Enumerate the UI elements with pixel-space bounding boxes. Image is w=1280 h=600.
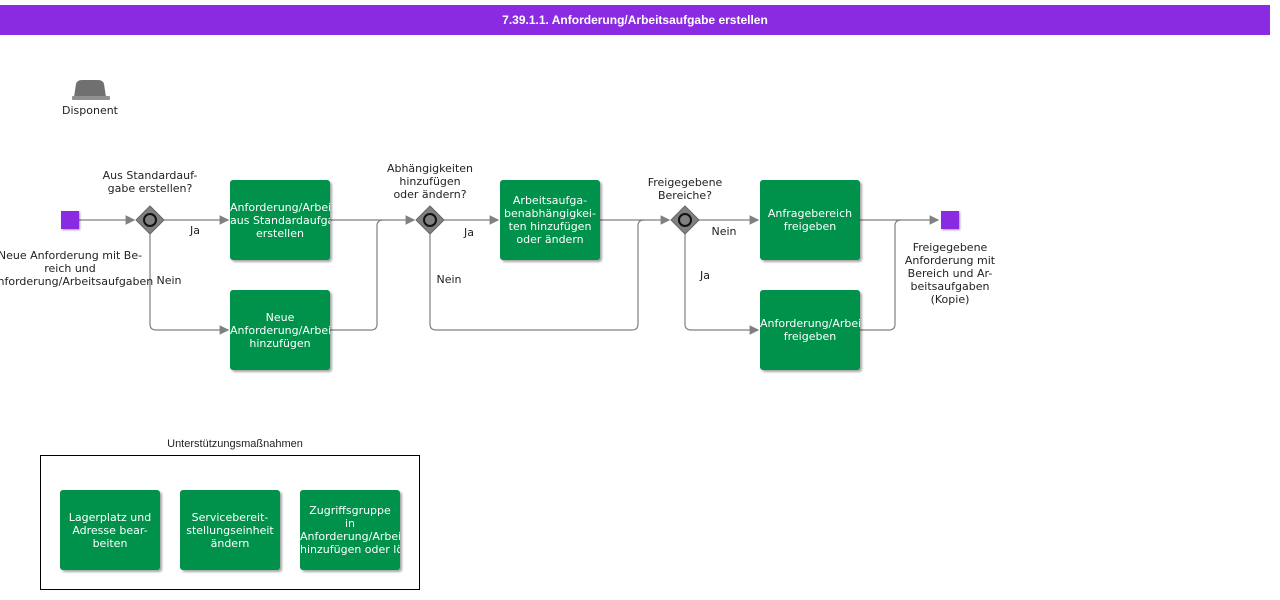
task-edit-dependencies[interactable]: Arbeitsaufga- benabhängigkei- ten hinzuf… (500, 180, 600, 260)
gateway3-no-label: Nein (711, 225, 737, 238)
task-add-new-label: Neue Anforderung/Arbeitsaufgabe hinzufüg… (230, 310, 330, 350)
gateway2-no-label: Nein (436, 273, 462, 286)
flow-gateway2-no (429, 219, 645, 331)
support-group (40, 455, 420, 590)
flow-gateway1-no (149, 234, 230, 335)
task-create-from-standard[interactable]: Anforderung/Arbeitsaufgabe aus Standarda… (230, 180, 330, 260)
gateway-2 (415, 205, 445, 235)
flow-gateway3-yes (684, 234, 760, 335)
support-task-storage-location[interactable]: Lagerplatz und Adresse bear- beiten (60, 490, 160, 570)
end-event (941, 211, 959, 229)
gateway-3 (670, 205, 700, 235)
gateway1-yes-label: Ja (190, 224, 200, 237)
gateway3-yes-label: Ja (700, 269, 710, 282)
gateway3-question: Freigegebene Bereiche? (647, 176, 723, 202)
task-add-new[interactable]: Neue Anforderung/Arbeitsaufgabe hinzufüg… (230, 290, 330, 370)
gateway1-no-label: Nein (156, 274, 182, 287)
task-release-task-label: Anforderung/Arbeitsaufgabe freigeben (760, 317, 860, 343)
task-release-task[interactable]: Anforderung/Arbeitsaufgabe freigeben (760, 290, 860, 370)
support-task-service-unit-label: Servicebereit- stellungseinheit ändern (186, 510, 274, 550)
role-hat-icon (72, 80, 110, 100)
role-label: Disponent (62, 104, 118, 117)
task-create-from-standard-label: Anforderung/Arbeitsaufgabe aus Standarda… (230, 200, 330, 240)
task-release-area[interactable]: Anfragebereich freigeben (760, 180, 860, 260)
support-group-title: Unterstützungsmaßnahmen (167, 438, 303, 450)
support-task-access-group[interactable]: Zugriffsgruppe in Anforderung/Arbeitsauf… (300, 490, 400, 570)
support-task-storage-location-label: Lagerplatz und Adresse bear- beiten (68, 510, 152, 550)
gateway-1 (135, 205, 165, 235)
start-event (61, 211, 79, 229)
page-title: 7.39.1.1. Anforderung/Arbeitsaufgabe ers… (0, 5, 1270, 35)
task-release-area-label: Anfragebereich freigeben (767, 207, 853, 233)
gateway2-question: Abhängigkeiten hinzufügen oder ändern? (386, 162, 474, 201)
flow-task2-to-merge (330, 219, 384, 331)
gateway2-yes-label: Ja (464, 226, 474, 239)
support-task-access-group-label: Zugriffsgruppe in Anforderung/Arbeitsauf… (300, 504, 400, 556)
gateway1-question: Aus Standardauf- gabe erstellen? (102, 169, 198, 195)
end-event-label: Freigegebene Anforderung mit Bereich und… (904, 241, 996, 306)
flow-release-task-to-merge (860, 219, 902, 331)
support-task-service-unit[interactable]: Servicebereit- stellungseinheit ändern (180, 490, 280, 570)
start-event-label: Neue Anforderung mit Be- reich und Anfor… (0, 249, 154, 288)
task-edit-dependencies-label: Arbeitsaufga- benabhängigkei- ten hinzuf… (504, 194, 596, 246)
